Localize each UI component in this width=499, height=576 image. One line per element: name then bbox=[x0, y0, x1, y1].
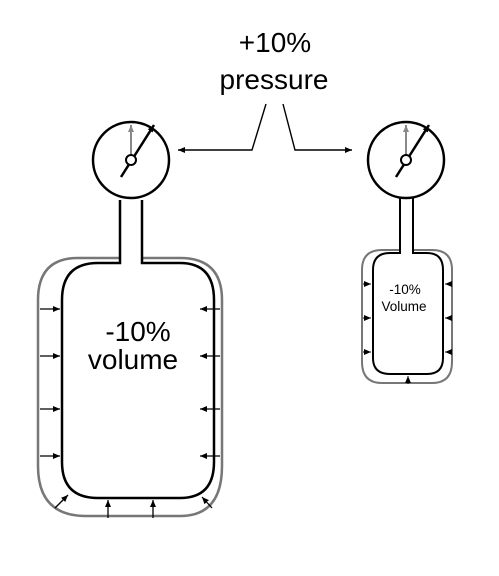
callout-arrow-right bbox=[282, 103, 352, 153]
large-gauge-pivot bbox=[125, 154, 137, 166]
large-compression-arrows bbox=[40, 306, 220, 518]
small-gauge-pivot bbox=[400, 154, 412, 166]
small-pressure-gauge bbox=[366, 120, 446, 200]
large-gauge-needle bbox=[119, 124, 156, 178]
small-gauge-needle bbox=[394, 124, 431, 178]
large-original-outline bbox=[36, 256, 224, 518]
small-volume-word: Volume bbox=[381, 299, 427, 314]
callout-arrow-left bbox=[178, 103, 267, 153]
large-volume-change-value: -10% bbox=[105, 316, 171, 347]
small-original-outline bbox=[361, 249, 453, 384]
small-volume-change-value: -10% bbox=[389, 282, 421, 297]
large-volume-word: volume bbox=[87, 344, 179, 375]
large-pressure-gauge bbox=[91, 120, 171, 200]
small-compression-arrows bbox=[363, 281, 452, 384]
pressure-change-value: +10% bbox=[238, 27, 312, 58]
small-vessel bbox=[372, 198, 444, 375]
large-vessel bbox=[60, 200, 216, 500]
pressure-callout-arrows bbox=[178, 103, 352, 153]
pressure-word: pressure bbox=[219, 64, 329, 95]
large-container bbox=[36, 120, 224, 518]
small-container bbox=[361, 120, 453, 384]
